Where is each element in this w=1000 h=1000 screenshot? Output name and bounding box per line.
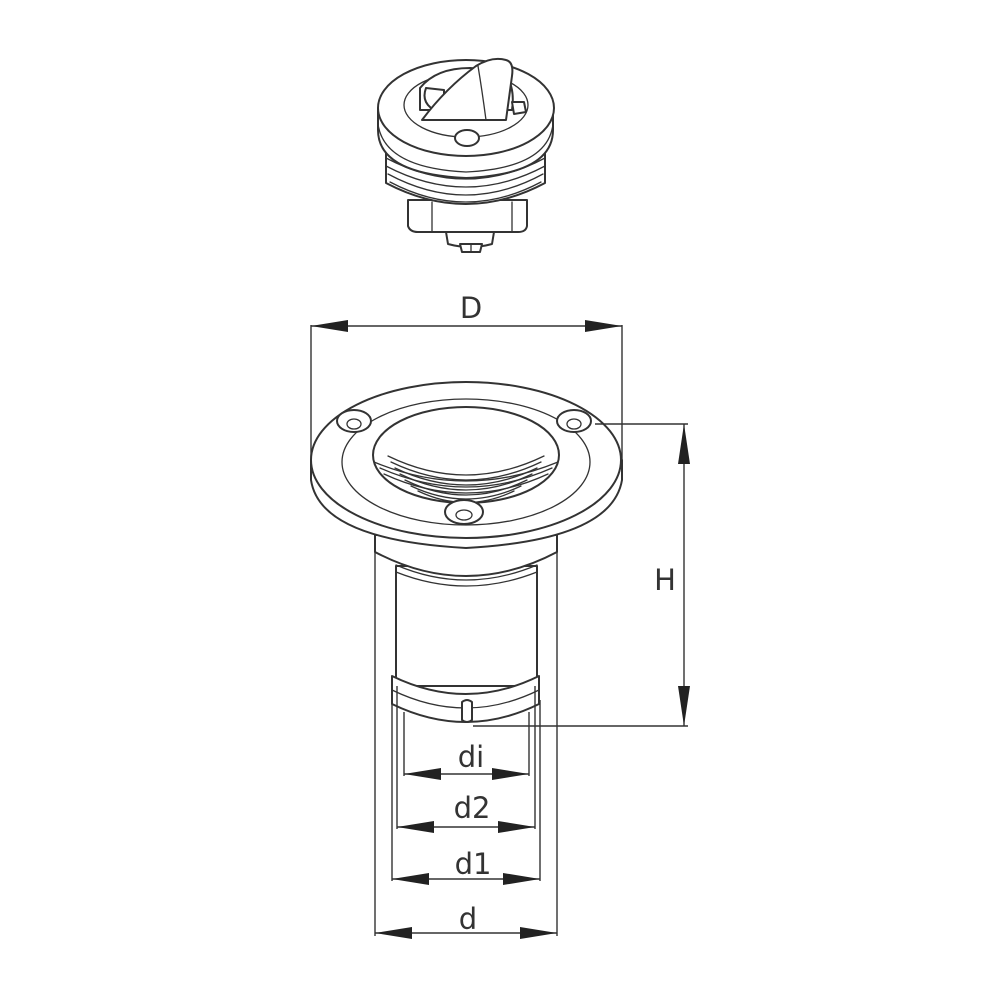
dimension-D: D xyxy=(310,291,623,462)
dimension-label-D: D xyxy=(460,291,482,325)
cap-plug xyxy=(377,57,555,253)
dimension-d: d xyxy=(374,548,558,939)
mounting-hole-right xyxy=(556,409,592,433)
dimension-label-d1: d1 xyxy=(455,847,492,881)
dimension-H: H xyxy=(473,423,690,727)
dimension-label-di: di xyxy=(458,740,484,774)
dimension-d1: d1 xyxy=(391,700,541,885)
dimension-label-d2: d2 xyxy=(454,791,491,825)
deck-fitting xyxy=(310,381,623,723)
dimension-label-d: d xyxy=(459,902,477,936)
mounting-hole-left xyxy=(336,409,372,433)
dimension-di: di xyxy=(403,712,530,780)
dimension-label-H: H xyxy=(654,563,676,597)
mounting-hole-front xyxy=(444,499,484,525)
dimension-d2: d2 xyxy=(396,686,536,833)
